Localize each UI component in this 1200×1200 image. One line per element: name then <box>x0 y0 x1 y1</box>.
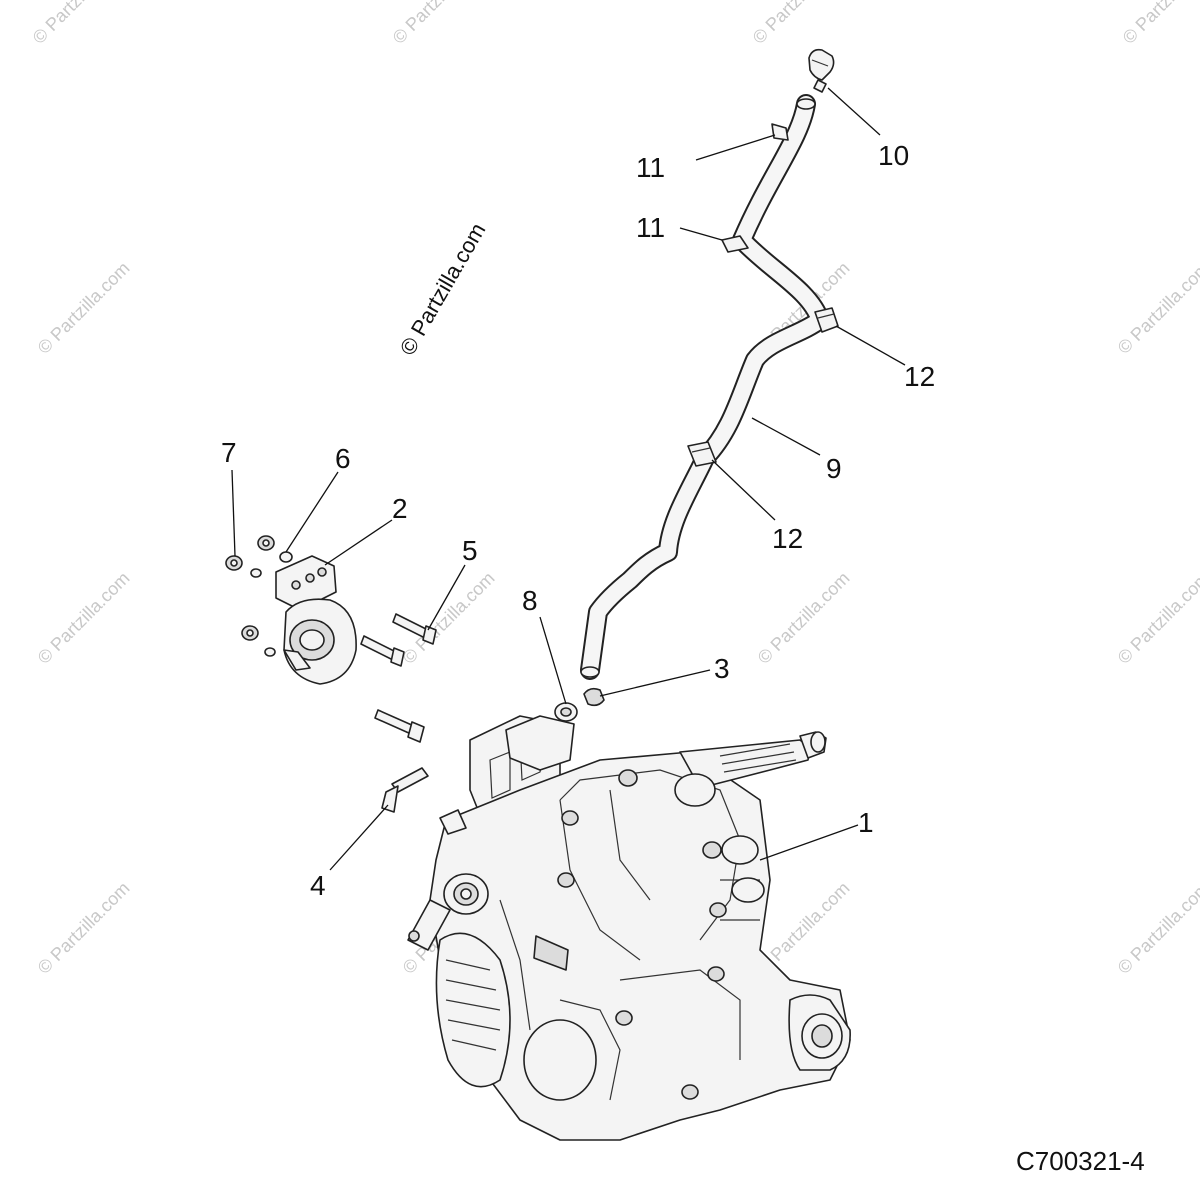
watermark: © Partzilla.com <box>1114 258 1200 358</box>
part-10-vent-cap <box>808 48 835 93</box>
callout-6: 6 <box>335 443 351 474</box>
callout-3: 3 <box>714 653 730 684</box>
part-8-bushing <box>554 702 578 722</box>
callout-11-lower: 11 <box>636 212 665 243</box>
callout-5: 5 <box>462 535 478 566</box>
callout-8: 8 <box>522 585 538 616</box>
watermark: © Partzilla.com <box>34 258 134 358</box>
callout-labels: 10 11 11 12 9 12 7 6 2 5 8 3 4 1 <box>221 140 935 901</box>
callout-12-upper: 12 <box>904 361 935 392</box>
watermark: © Partzilla.com <box>754 568 854 668</box>
diagram-code: C700321-4 <box>1016 1146 1145 1176</box>
leader-12-lower <box>711 459 776 521</box>
part-3-clamp <box>583 687 605 707</box>
watermark: © Partzilla.com <box>1114 568 1200 668</box>
watermark: © Partzilla.com <box>34 568 134 668</box>
part-6-washer <box>279 551 293 563</box>
watermark: © Partzilla.com <box>1119 0 1200 48</box>
watermark: © Partzilla.com <box>29 0 129 48</box>
part-5-bolt-lower <box>360 635 405 667</box>
leader-9 <box>751 417 821 456</box>
callout-9: 9 <box>826 453 842 484</box>
part-5-bolt-upper <box>392 613 437 645</box>
leader-1 <box>759 824 859 861</box>
part-2-engine-mount <box>275 555 357 685</box>
leader-lines <box>231 87 906 871</box>
watermark: © Partzilla.com <box>749 0 849 48</box>
watermark: © Partzilla.com <box>1114 878 1200 978</box>
callout-11-upper: 11 <box>636 152 665 183</box>
callout-7: 7 <box>221 437 237 468</box>
leader-3 <box>599 669 711 697</box>
leader-11-upper <box>695 134 776 161</box>
leader-6 <box>285 471 339 553</box>
part-4-bolt-upper <box>374 709 425 743</box>
watermark: © Partzilla.com <box>34 878 134 978</box>
callout-4: 4 <box>310 870 326 901</box>
mount-hardware <box>241 535 276 657</box>
part-9-vent-hose <box>580 94 830 680</box>
callout-1: 1 <box>858 807 874 838</box>
watermark: © Partzilla.com <box>389 0 489 48</box>
leader-2 <box>324 519 393 566</box>
part-4-bolt-lower <box>381 767 429 813</box>
leader-5 <box>427 564 466 631</box>
part-1-transmission <box>407 715 851 1141</box>
callout-2: 2 <box>392 493 408 524</box>
part-12-clamp-upper <box>814 307 839 333</box>
leader-8 <box>539 616 567 705</box>
part-12-clamp-lower <box>687 441 717 467</box>
part-11-clip-upper <box>771 123 789 141</box>
leader-11-lower <box>679 227 723 241</box>
callout-10: 10 <box>878 140 909 171</box>
leader-4 <box>329 804 389 871</box>
leader-7 <box>231 469 236 557</box>
callout-12-lower: 12 <box>772 523 803 554</box>
leader-12-upper <box>835 325 906 366</box>
copyright-text: © Partzilla.com <box>395 219 491 360</box>
leader-10 <box>827 87 881 136</box>
part-11-clip-lower <box>721 235 749 253</box>
part-7-nut <box>225 555 243 571</box>
watermark: © Partzilla.com <box>399 568 499 668</box>
